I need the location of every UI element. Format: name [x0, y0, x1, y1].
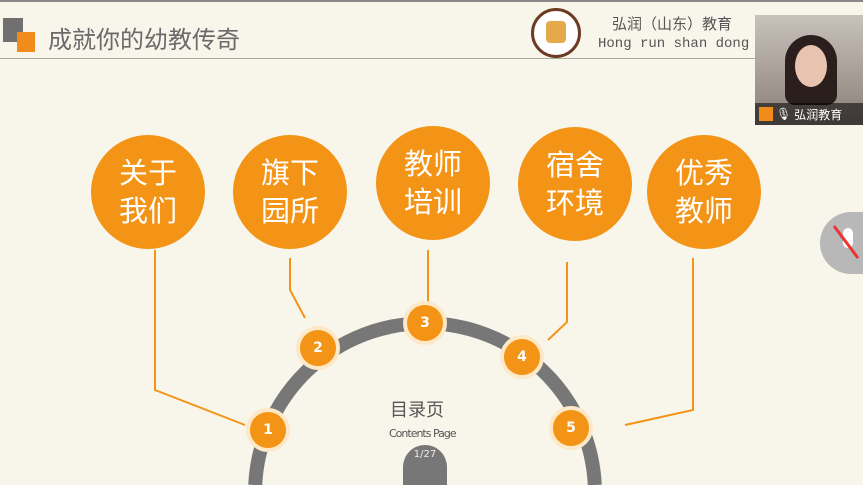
topic-label: 关于 我们 [118, 156, 177, 228]
title-decoration-accent [17, 32, 35, 52]
school-logo [531, 8, 581, 58]
video-feed[interactable]: 🎙 弘润教育 [755, 15, 863, 125]
contents-subtitle: Contents Page [389, 427, 457, 440]
header-divider [0, 58, 780, 59]
slide-title: 成就你的幼教传奇 [48, 26, 240, 54]
topic-dormitory[interactable]: 宿舍 环境 [518, 127, 632, 241]
mic-small-icon: 🎙 [776, 107, 792, 121]
mute-mic-button[interactable] [820, 212, 863, 274]
connector-2 [289, 258, 306, 319]
topic-teachers[interactable]: 优秀 教师 [647, 135, 761, 249]
topic-label: 教师 培训 [403, 147, 462, 219]
number-badge-5[interactable]: 5 [549, 406, 593, 450]
top-border [0, 0, 863, 2]
connector-5 [624, 258, 694, 426]
topic-kindergartens[interactable]: 旗下 园所 [233, 135, 347, 249]
mic-off-icon [832, 225, 860, 259]
contents-title: 目录页 [390, 400, 444, 421]
page-indicator: 1/27 [403, 445, 447, 485]
user-icon [759, 107, 773, 121]
brand-name-cn: 弘润（山东）教育 [612, 15, 733, 33]
topic-label: 旗下 园所 [260, 156, 319, 228]
topic-label: 优秀 教师 [674, 156, 733, 228]
connector-1 [154, 250, 246, 426]
number-badge-2[interactable]: 2 [296, 326, 340, 370]
participant-face [795, 45, 827, 87]
number-badge-3[interactable]: 3 [403, 301, 447, 345]
connector-4 [547, 262, 568, 341]
video-label: 🎙 弘润教育 [755, 103, 863, 125]
topic-teacher-training[interactable]: 教师 培训 [376, 126, 490, 240]
number-badge-1[interactable]: 1 [246, 408, 290, 452]
brand-name-en: Hong run shan dong [598, 36, 750, 52]
participant-name: 弘润教育 [794, 107, 843, 122]
topic-about-us[interactable]: 关于 我们 [91, 135, 205, 249]
topic-label: 宿舍 环境 [545, 148, 604, 220]
number-badge-4[interactable]: 4 [500, 335, 544, 379]
